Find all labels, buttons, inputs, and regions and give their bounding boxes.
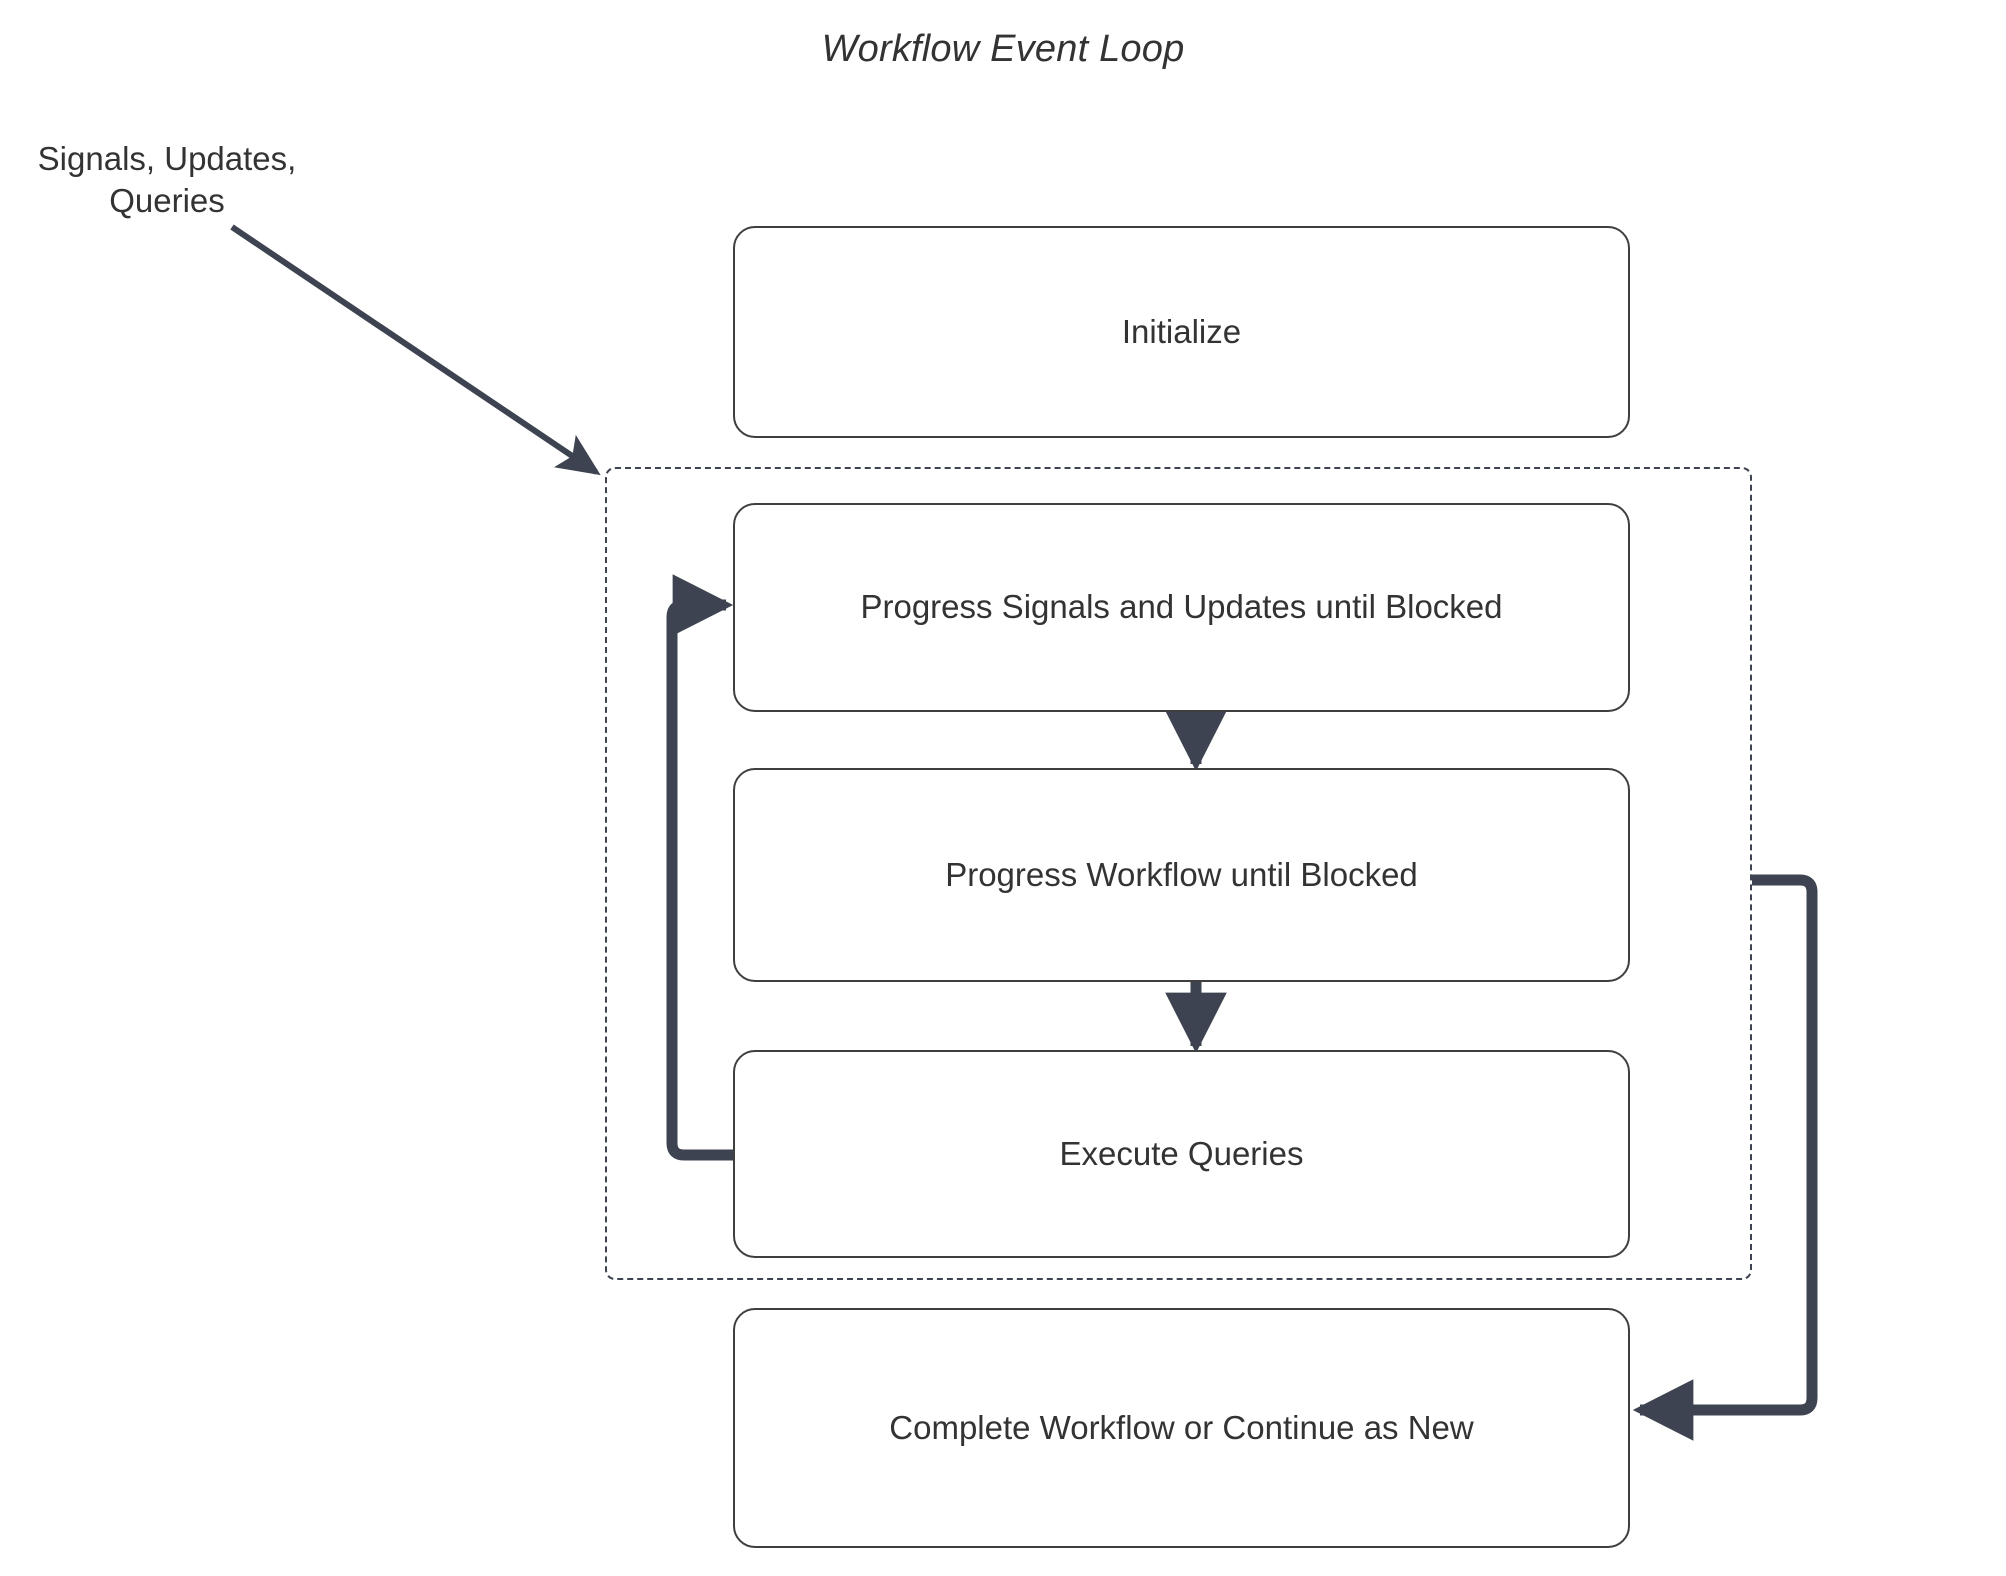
node-execute-queries[interactable]: Execute Queries	[733, 1050, 1630, 1258]
external-input-label: Signals, Updates, Queries	[22, 138, 312, 222]
event-loop-container	[605, 467, 1752, 1280]
node-initialize[interactable]: Initialize	[733, 226, 1630, 438]
node-progress-signals-label: Progress Signals and Updates until Block…	[860, 588, 1503, 626]
node-progress-workflow-label: Progress Workflow until Blocked	[945, 855, 1418, 893]
node-execute-queries-label: Execute Queries	[1059, 1134, 1304, 1172]
node-complete-workflow[interactable]: Complete Workflow or Continue as New	[733, 1308, 1630, 1548]
external-input-label-line1: Signals, Updates,	[37, 140, 297, 177]
node-progress-workflow[interactable]: Progress Workflow until Blocked	[733, 768, 1630, 982]
external-input-label-line2: Queries	[109, 182, 225, 220]
edge-input-to-loop	[230, 224, 601, 476]
diagram-title: Workflow Event Loop	[821, 28, 1185, 70]
node-complete-workflow-label: Complete Workflow or Continue as New	[889, 1408, 1474, 1446]
node-progress-signals[interactable]: Progress Signals and Updates until Block…	[733, 503, 1630, 712]
node-initialize-label: Initialize	[1121, 312, 1242, 350]
